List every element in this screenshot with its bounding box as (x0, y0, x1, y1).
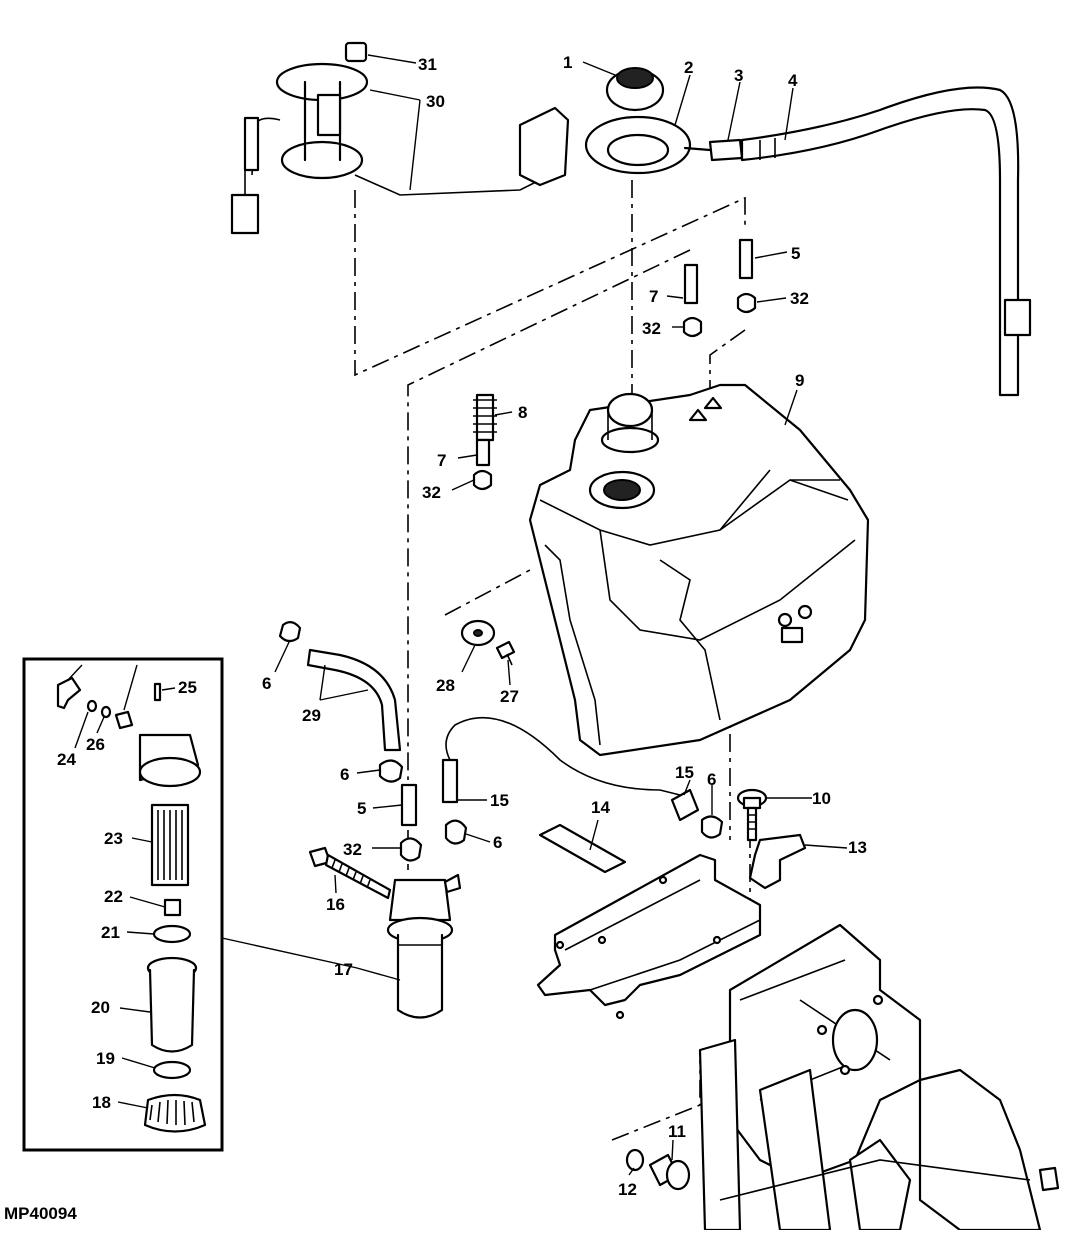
mounting-hardware (625, 788, 807, 1191)
fuel-sender-assembly (230, 41, 570, 235)
callout-labels: 31 30 1 2 3 4 5 7 32 32 9 8 7 32 28 27 6… (4, 53, 867, 1223)
callout-28: 28 (436, 676, 455, 695)
callout-1: 1 (563, 53, 572, 72)
callout-23: 23 (104, 829, 123, 848)
callout-32-top-mid: 32 (642, 319, 661, 338)
callout-6-filter-top: 6 (340, 765, 349, 784)
bushing-and-screw (460, 619, 516, 666)
callout-29: 29 (302, 706, 321, 725)
callout-15-left: 15 (490, 791, 509, 810)
callout-11: 11 (668, 1122, 686, 1141)
callout-32-lower: 32 (343, 840, 362, 859)
callout-21: 21 (101, 923, 120, 942)
callout-19: 19 (96, 1049, 115, 1068)
callout-15-right: 15 (675, 763, 694, 782)
tank-bracket-frame (536, 853, 1060, 1232)
callout-17: 17 (334, 960, 353, 979)
callout-6-right: 6 (493, 833, 502, 852)
callout-16: 16 (326, 895, 345, 914)
callout-31: 31 (418, 55, 437, 74)
leader-lines (67, 54, 848, 1176)
callout-6-hose: 6 (262, 674, 271, 693)
strap (538, 823, 627, 874)
callout-3: 3 (734, 66, 743, 85)
callout-5-top: 5 (791, 244, 800, 263)
fuel-cap-assembly (584, 67, 1032, 397)
callout-13: 13 (848, 838, 867, 857)
diagram-id: MP40094 (4, 1204, 77, 1223)
filter-detail-inset (22, 657, 224, 1152)
callout-14: 14 (591, 798, 610, 817)
callout-30: 30 (426, 92, 445, 111)
callout-25: 25 (178, 678, 197, 697)
callout-32-mid: 32 (422, 483, 441, 502)
top-hoses (472, 238, 757, 491)
fuel-tank (528, 383, 870, 757)
fuel-lines (278, 621, 724, 862)
callout-7-mid: 7 (437, 451, 446, 470)
callout-10: 10 (812, 789, 831, 808)
fuel-filter-assembly (308, 846, 462, 1019)
callout-26: 26 (86, 735, 105, 754)
callout-6-far-right: 6 (707, 770, 716, 789)
callout-8: 8 (518, 403, 527, 422)
callout-20: 20 (91, 998, 110, 1017)
callout-18: 18 (92, 1093, 111, 1112)
callout-32-top-right: 32 (790, 289, 809, 308)
callout-7-top: 7 (649, 287, 658, 306)
assembly-lines (354, 180, 751, 1141)
callout-27: 27 (500, 687, 519, 706)
callout-5-lower: 5 (357, 799, 366, 818)
callout-9: 9 (795, 371, 804, 390)
callout-2: 2 (684, 58, 693, 77)
callout-22: 22 (104, 887, 123, 906)
callout-4: 4 (788, 71, 798, 90)
callout-24: 24 (57, 750, 76, 769)
callout-12: 12 (618, 1180, 637, 1199)
